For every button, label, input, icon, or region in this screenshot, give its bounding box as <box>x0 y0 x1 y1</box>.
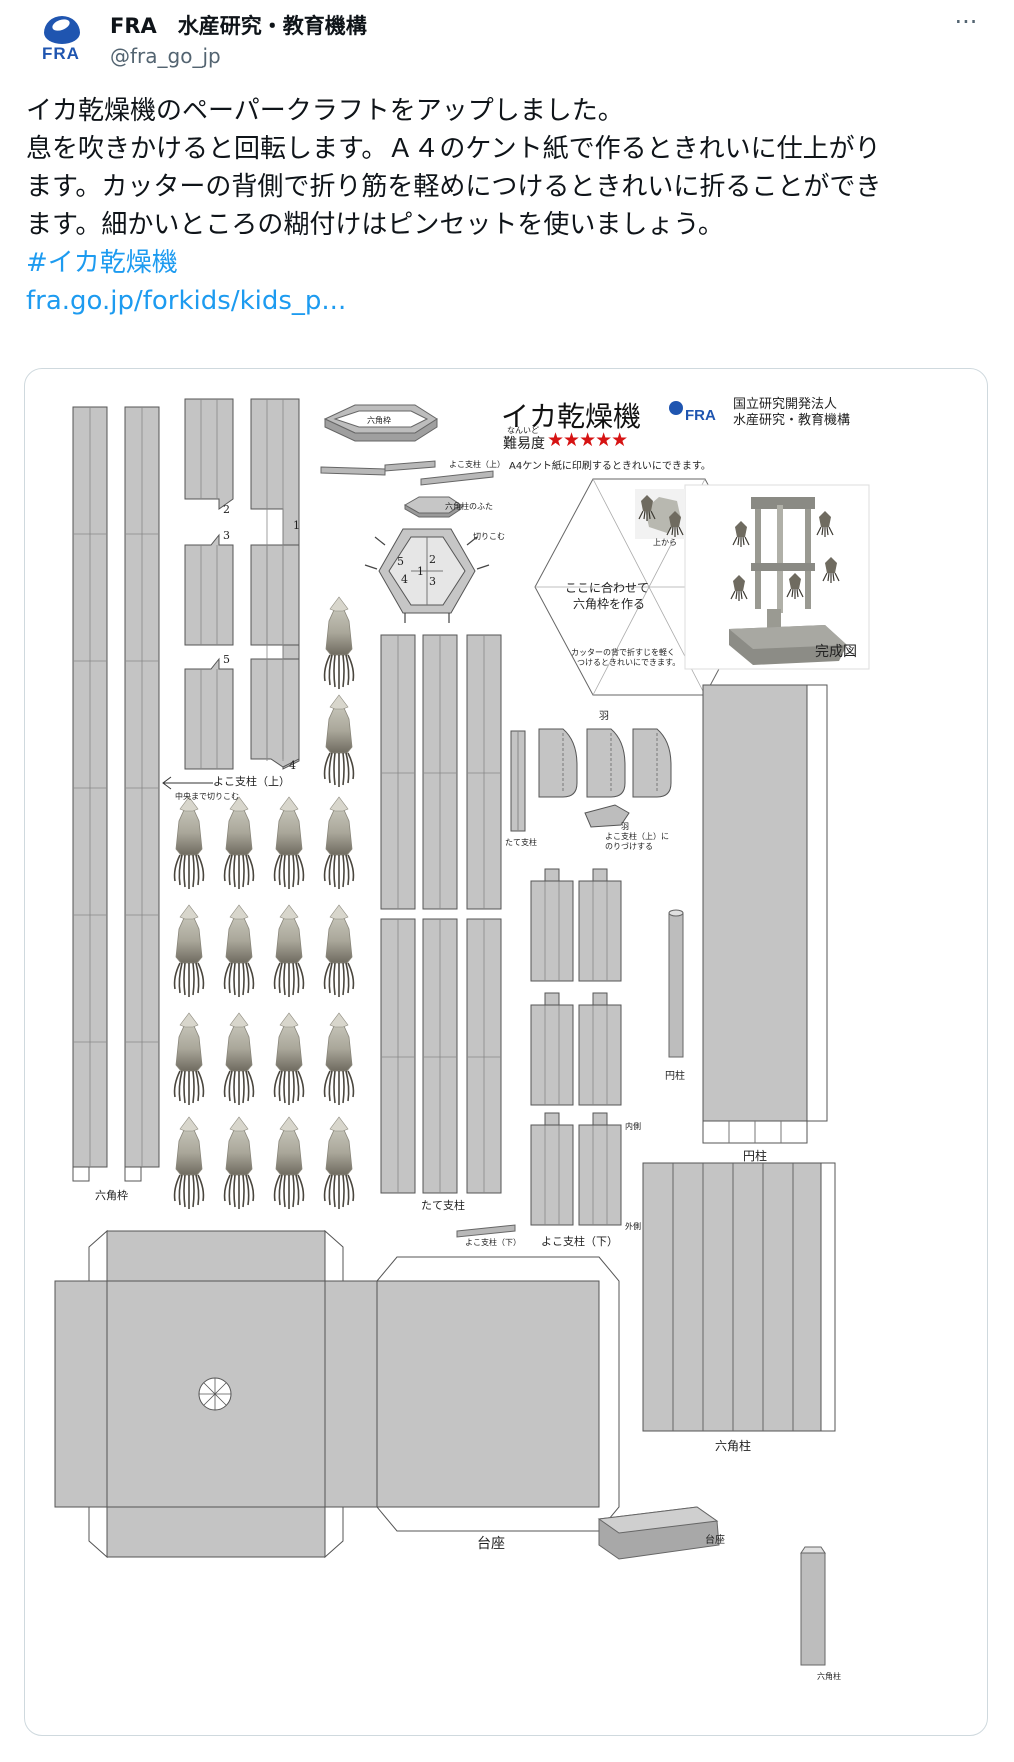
yoko-upper-pieces <box>184 398 300 770</box>
piece-number-5: 5 <box>223 653 230 666</box>
fra-logo-icon <box>44 16 80 44</box>
piece-number-3: 3 <box>223 529 230 542</box>
hex-frame-label: 六角枠 <box>95 1189 128 1202</box>
yoko-upper-small-label: よこ支柱（上） <box>449 460 505 469</box>
cutter-note-line1: カッターの背で折すじを軽く <box>571 648 675 657</box>
difficulty-ruby: なんいど <box>507 426 539 435</box>
glue-note-line1: 羽 <box>621 822 629 831</box>
guide-line1: ここに合わせて <box>565 581 650 595</box>
tweet-text-line: イカ乾燥機のペーパークラフトをアップしました。 <box>26 96 624 126</box>
base-label: 台座 <box>477 1536 505 1552</box>
sheet-title: イカ乾燥機 <box>501 400 642 433</box>
hex-frame-strips <box>72 406 160 1182</box>
vertical-post-small-label: たて支柱 <box>505 838 537 847</box>
face-number-1: 1 <box>417 565 424 578</box>
yoko-lower-small-label: よこ支柱（下） <box>465 1238 521 1247</box>
guide-line2: 六角枠を作る <box>573 597 646 611</box>
base-3d <box>597 1506 720 1560</box>
yoko-lower-3d <box>456 1224 516 1238</box>
inside-label: 内側 <box>625 1122 641 1131</box>
face-number-5: 5 <box>397 555 404 568</box>
cut-in-label: 切りこむ <box>473 532 505 541</box>
yoko-lower-pieces <box>530 868 622 1226</box>
tweet-text-line: ます。カッターの背側で折り筋を軽めにつけるときれいに折ることができ <box>26 172 882 202</box>
org-line2: 水産研究・教育機構 <box>733 413 851 428</box>
tweet-text: イカ乾燥機のペーパークラフトをアップしました。 息を吹きかけると回転します。Ａ４… <box>26 92 986 320</box>
cylinder-label: 円柱 <box>743 1149 768 1163</box>
craft-sheet-drawing <box>54 398 870 1666</box>
glue-note-line2: よこ支柱（上）に <box>605 832 669 841</box>
face-number-2: 2 <box>429 553 436 566</box>
wings <box>538 728 672 828</box>
hashtag-link[interactable]: #イカ乾燥機 <box>26 248 178 278</box>
display-name[interactable]: FRA 水産研究・教育機構 <box>110 14 367 38</box>
org-logo: FRA <box>685 407 716 424</box>
hex-lid <box>403 496 462 518</box>
hex-lid-label: 六角柱のふた <box>445 502 493 511</box>
user-handle[interactable]: @fra_go_jp <box>110 44 221 68</box>
hex-frame-3d <box>323 404 438 442</box>
cut-center-label: 中央まで切りこむ <box>175 792 239 801</box>
tweet-text-line: 息を吹きかけると回転します。Ａ４のケント紙で作るときれいに仕上がり <box>26 134 881 164</box>
cylinder-small-label: 円柱 <box>665 1071 685 1082</box>
more-options-button[interactable]: ··· <box>954 8 978 36</box>
print-note: A4ケント紙に印刷するときれいにできます。 <box>509 461 711 472</box>
cylinder-net <box>702 684 828 1144</box>
completed-label: 完成図 <box>815 644 857 660</box>
hex-pillar-3d <box>800 1546 826 1666</box>
cylinder-3d <box>668 909 684 1058</box>
vertical-posts <box>380 634 502 1194</box>
tweet-header: FRA FRA 水産研究・教育機構 @fra_go_jp ··· <box>26 8 990 78</box>
org-line1: 国立研究開発法人 <box>733 397 838 412</box>
yoko-lower-label: よこ支柱（下） <box>541 1235 618 1248</box>
glue-note-line3: のりづけする <box>605 842 653 851</box>
wing-label: 羽 <box>599 711 609 722</box>
tweet-text-line: ます。細かいところの糊付けはピンセットを使いましょう。 <box>26 210 724 240</box>
hex-lid-net <box>364 528 490 623</box>
face-number-3: 3 <box>429 575 436 588</box>
hex-pillar-label: 六角柱 <box>715 1439 752 1453</box>
hex-frame-small-label: 六角枠 <box>367 416 391 425</box>
piece-number-4: 4 <box>289 759 296 772</box>
completed-photo <box>635 484 870 670</box>
yoko-upper-label: よこ支柱（上） <box>213 775 290 788</box>
hex-pillar-small-label: 六角柱 <box>817 1672 841 1681</box>
from-top-label: 上から <box>653 538 677 547</box>
base-net <box>54 1229 620 1559</box>
yoko-upper-3d <box>320 460 494 486</box>
avatar[interactable]: FRA <box>34 10 90 66</box>
fra-logo-icon <box>669 401 683 415</box>
piece-number-1: 1 <box>293 519 300 532</box>
tweet-media-image[interactable]: イカ乾燥機 なんいど 難易度 ★★★★★ FRA 国立研究開発法人 水産研究・教… <box>24 368 988 1736</box>
cut-arrow <box>162 776 213 790</box>
vertical-post-small <box>510 730 526 832</box>
piece-number-2: 2 <box>223 503 230 516</box>
difficulty-label: 難易度 <box>503 436 545 452</box>
hex-pillar-net <box>642 1162 836 1432</box>
face-number-4: 4 <box>401 573 408 586</box>
base-small-label: 台座 <box>705 1535 725 1546</box>
difficulty-stars: ★★★★★ <box>547 429 628 451</box>
vertical-post-label: たて支柱 <box>421 1199 465 1212</box>
url-link[interactable]: fra.go.jp/forkids/kids_p... <box>26 286 347 316</box>
cutter-note-line2: つけるときれいにできます。 <box>577 658 681 667</box>
avatar-logo-text: FRA <box>42 44 80 63</box>
outside-label: 外側 <box>625 1222 641 1231</box>
